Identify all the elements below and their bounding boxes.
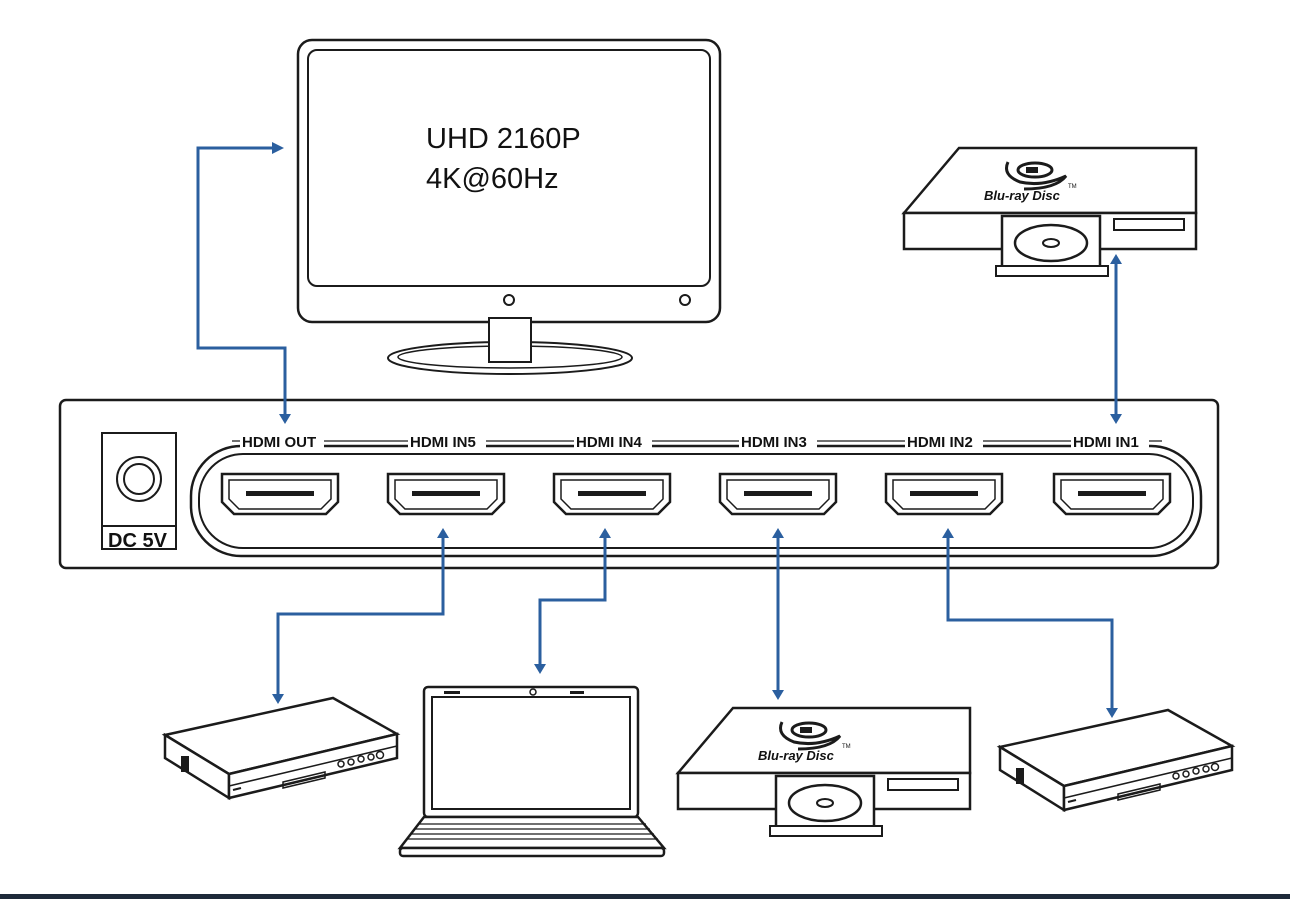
bluray-tm: TM xyxy=(1068,184,1077,190)
dc-power-label: DC 5V xyxy=(108,530,168,552)
hdmi-out-port xyxy=(220,472,340,516)
bluray-player-icon xyxy=(902,146,1198,278)
hdmi-in1-port xyxy=(1052,472,1172,516)
port-label-hdmi-in2: HDMI IN2 xyxy=(907,434,973,451)
laptop-icon xyxy=(397,685,667,858)
cable-hdmi-out-to-monitor xyxy=(196,142,291,424)
port-label-hdmi-in5: HDMI IN5 xyxy=(410,434,476,451)
dc-power-jack xyxy=(101,432,177,550)
hdmi-in2-port xyxy=(884,472,1004,516)
bottom-border xyxy=(0,894,1290,899)
bluray-logo-text: Blu-ray Disc xyxy=(984,188,1061,203)
monitor-line1: UHD 2160P xyxy=(426,123,581,155)
cable-hdmi-in3-to-bluray xyxy=(772,528,784,700)
bluray-tm-bottom: TM xyxy=(842,744,851,750)
port-label-hdmi-in3: HDMI IN3 xyxy=(741,434,807,451)
monitor-icon xyxy=(296,38,722,375)
hdmi-in4-port xyxy=(552,472,672,516)
set-top-box-right-icon xyxy=(998,708,1234,812)
port-label-hdmi-out: HDMI OUT xyxy=(242,434,316,451)
cable-hdmi-in5-to-set-top-box xyxy=(272,528,449,704)
cable-hdmi-in2-to-set-top-box xyxy=(942,528,1118,718)
hdmi-in3-port xyxy=(718,472,838,516)
bluray-logo-text-bottom: Blu-ray Disc xyxy=(758,748,835,763)
set-top-box-left-icon xyxy=(163,696,399,800)
port-label-hdmi-in1: HDMI IN1 xyxy=(1073,434,1139,451)
hdmi-in5-port xyxy=(386,472,506,516)
bluray-player-bottom-icon xyxy=(676,706,972,838)
cable-hdmi-in1-to-bluray xyxy=(1110,254,1122,424)
cable-hdmi-in4-to-laptop xyxy=(534,528,611,674)
monitor-line2: 4K@60Hz xyxy=(426,163,559,195)
port-label-hdmi-in4: HDMI IN4 xyxy=(576,434,642,451)
